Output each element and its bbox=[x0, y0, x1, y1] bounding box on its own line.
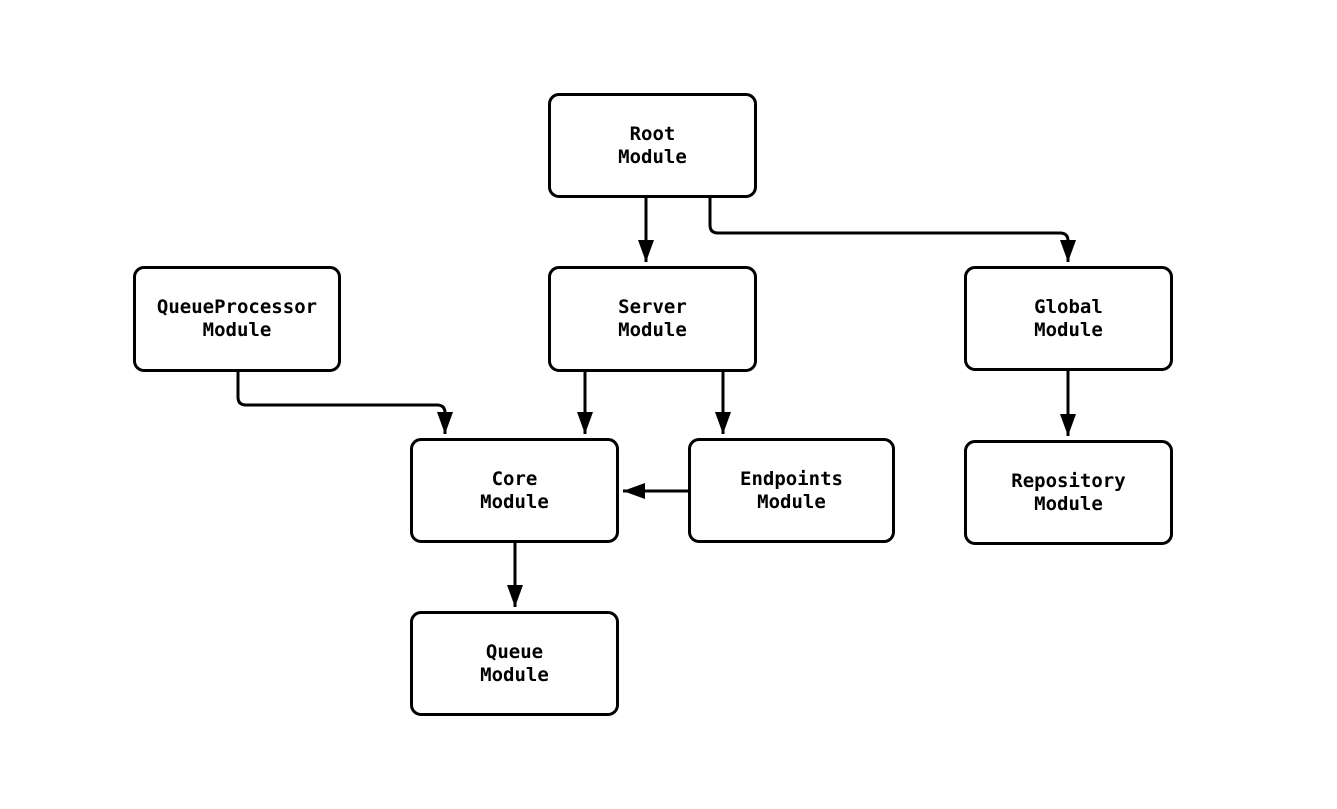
node-queue-module-label: Queue Module bbox=[480, 640, 549, 686]
node-core-module: Core Module bbox=[410, 438, 619, 543]
edge-root-to-global bbox=[708, 198, 1076, 262]
node-server-module-label: Server Module bbox=[618, 296, 687, 341]
node-queueprocessor-module-label: QueueProcessor Module bbox=[156, 296, 318, 341]
node-repository-module: Repository Module bbox=[964, 440, 1173, 545]
node-repository-module-label: Repository Module bbox=[1011, 469, 1126, 515]
node-endpoints-module: Endpoints Module bbox=[688, 438, 895, 543]
node-queue-module: Queue Module bbox=[410, 611, 619, 716]
node-root-module-label: Root Module bbox=[618, 122, 687, 168]
node-root-module: Root Module bbox=[548, 93, 757, 198]
edge-queueprocessor-to-core bbox=[236, 372, 453, 434]
node-queueprocessor-module: QueueProcessor Module bbox=[133, 266, 341, 372]
node-global-module: Global Module bbox=[964, 266, 1173, 371]
node-server-module: Server Module bbox=[548, 266, 757, 372]
node-endpoints-module-label: Endpoints Module bbox=[740, 467, 843, 513]
node-core-module-label: Core Module bbox=[480, 467, 549, 513]
node-global-module-label: Global Module bbox=[1034, 295, 1103, 341]
